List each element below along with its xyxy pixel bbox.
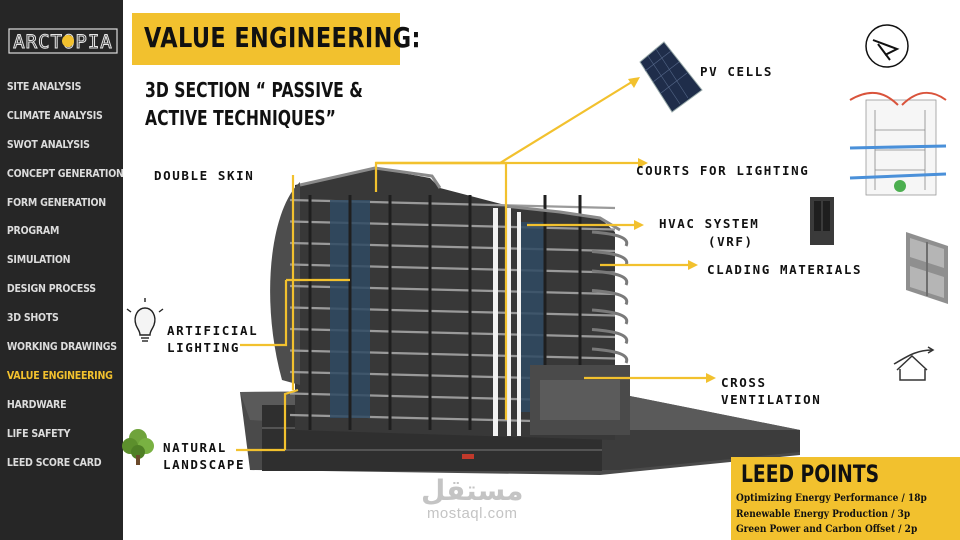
subtitle-line-1: 3D SECTION “ PASSIVE &: [145, 78, 363, 102]
sidebar-item-design-process[interactable]: DESIGN PROCESS: [6, 282, 96, 296]
leed-list: Optimizing Energy Performance / 18p Rene…: [736, 491, 948, 538]
sidebar-item-program[interactable]: PROGRAM: [6, 224, 60, 238]
sidebar-item-climate-analysis[interactable]: CLIMATE ANALYSIS: [6, 108, 103, 122]
leed-item: Renewable Energy Production / 3p: [736, 508, 911, 520]
page-title: VALUE ENGINEERING:: [144, 21, 421, 54]
subtitle-line-2: ACTIVE TECHNIQUES”: [145, 106, 336, 130]
sidebar-item-simulation[interactable]: SIMULATION: [6, 253, 71, 267]
building-section: [240, 166, 800, 475]
sidebar-item-site-analysis[interactable]: SITE ANALYSIS: [6, 80, 82, 93]
sidebar-item-value-engineering[interactable]: VALUE ENGINEERING: [6, 368, 113, 382]
label-hvac-system: HVAC SYSTEM: [659, 216, 760, 231]
sidebar-nav: SITE ANALYSIS CLIMATE ANALYSIS SWOT ANALYS…: [0, 73, 124, 477]
arctopia-logo: ARCTOPIA: [8, 28, 118, 54]
cladding-panel-icon: [906, 232, 948, 304]
solar-panel-icon: [639, 41, 703, 113]
sidebar-item-form-generation[interactable]: FORM GENERATION: [6, 195, 106, 209]
label-natural: NATURAL: [163, 440, 227, 455]
tree-icon: [122, 429, 154, 465]
label-ventilation: VENTILATION: [721, 392, 822, 407]
watermark: مستقل mostaql.com: [421, 476, 523, 522]
sidebar-item-swot-analysis[interactable]: SWOT ANALYSIS: [6, 137, 90, 151]
title-banner: VALUE ENGINEERING:: [132, 13, 421, 65]
leed-item: Green Power and Carbon Offset / 2p: [736, 524, 918, 535]
house-wind-icon: [893, 346, 935, 381]
page-subtitle: 3D SECTION “ PASSIVE & ACTIVE TECHNIQUES…: [145, 76, 363, 132]
sidebar-item-life-safety[interactable]: LIFE SAFETY: [6, 426, 71, 440]
label-pv-cells: PV CELLS: [700, 64, 774, 79]
sidebar: ARCTOPIA SITE ANALYSIS CLIMATE ANALYSIS SW…: [0, 0, 124, 540]
sidebar-item-concept-generation[interactable]: CONCEPT GENERATION: [6, 166, 124, 180]
label-courts-for-lighting: COURTS FOR LIGHTING: [636, 163, 810, 178]
label-hvac-vrf: (VRF): [708, 234, 754, 249]
leed-item: Optimizing Energy Performance / 18p: [736, 493, 927, 504]
label-landscape: LANDSCAPE: [163, 457, 246, 472]
sidebar-item-3d-shots[interactable]: 3D SHOTS: [6, 311, 59, 325]
label-double-skin: DOUBLE SKIN: [154, 168, 255, 183]
label-clading-materials: CLADING MATERIALS: [707, 262, 863, 277]
leed-points-panel: LEED POINTS Optimizing Energy Performanc…: [731, 457, 960, 540]
label-cross: CROSS: [721, 375, 767, 390]
vrf-unit-icon: [810, 197, 834, 245]
sidebar-item-leed-score-card[interactable]: LEED SCORE CARD: [6, 455, 102, 469]
label-artificial: ARTIFICIAL: [167, 323, 259, 338]
label-lighting: LIGHTING: [167, 340, 241, 355]
sidebar-item-hardware[interactable]: HARDWARE: [6, 397, 67, 411]
watermark-latin: mostaql.com: [426, 505, 518, 522]
sidebar-item-working-drawings[interactable]: WORKING DRAWINGS: [6, 340, 117, 354]
leader-lines: [236, 79, 713, 452]
leed-title: LEED POINTS: [741, 460, 880, 488]
compass-icon: [865, 24, 909, 68]
watermark-arabic: مستقل: [421, 474, 524, 507]
ventilation-section-icon: [849, 91, 947, 196]
light-bulb-icon: [126, 298, 164, 342]
leader-arrowheads: [628, 77, 716, 383]
